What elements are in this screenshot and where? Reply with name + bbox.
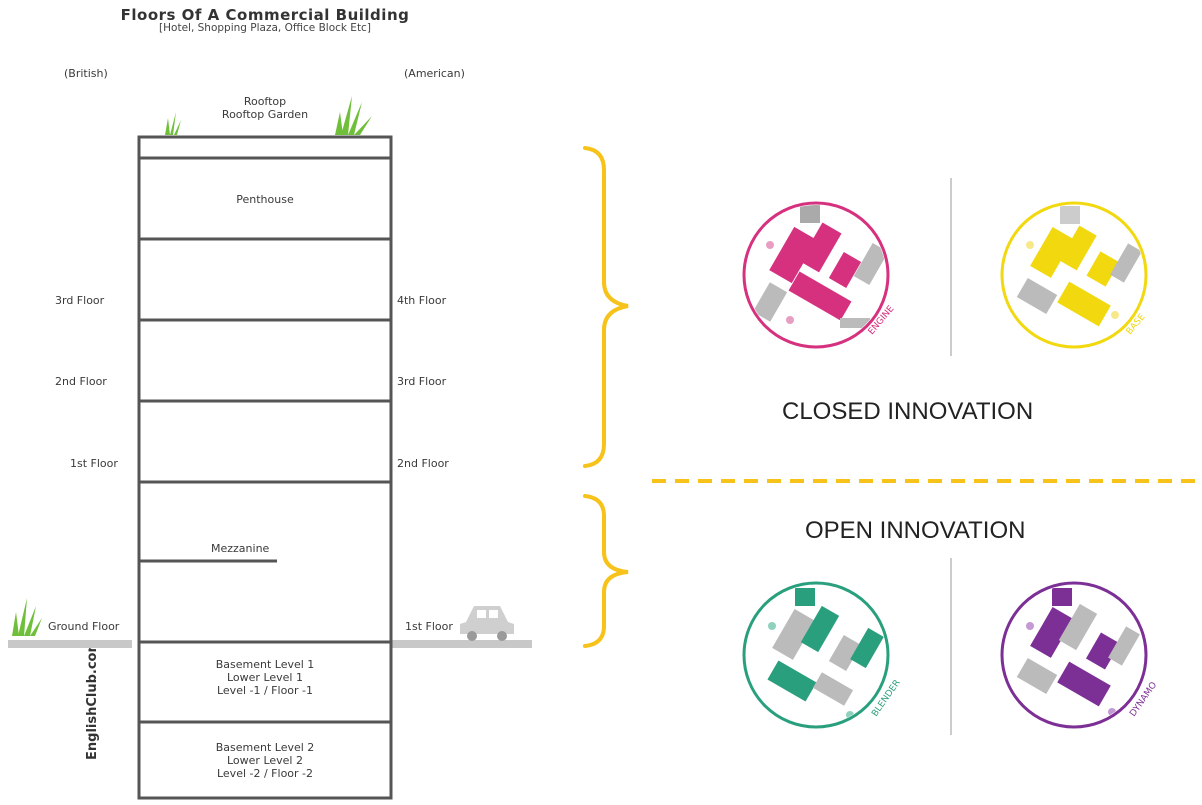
diagram-title: Floors Of A Commercial Building [120, 6, 410, 24]
open-innovation-label: OPEN INNOVATION [805, 517, 1026, 544]
rooftop-label: Rooftop [243, 95, 287, 108]
closed-brace [583, 146, 629, 468]
basement-1-label: Basement Level 1 Lower Level 1 Level -1 … [215, 658, 315, 697]
penthouse-label: Penthouse [236, 193, 294, 206]
open-brace [583, 494, 629, 648]
building-outline [137, 135, 393, 800]
engine-circle-icon [742, 201, 890, 349]
car-icon [460, 606, 514, 641]
mezzanine-label: Mezzanine [211, 542, 270, 555]
ground-line-left [8, 640, 132, 648]
american-floor-label: 3rd Floor [397, 375, 447, 388]
basement-2-label: Basement Level 2 Lower Level 2 Level -2 … [215, 741, 315, 780]
british-floor-label: 1st Floor [70, 457, 118, 470]
blender-circle-icon [742, 581, 890, 729]
dynamo-circle-icon [1000, 581, 1148, 729]
rooftop-garden-label: Rooftop Garden [221, 108, 309, 121]
ground-line-right [392, 640, 532, 648]
american-header: (American) [404, 67, 465, 80]
base-circle-icon [1000, 201, 1148, 349]
british-floor-label: Ground Floor [48, 620, 120, 633]
diagram-subtitle: [Hotel, Shopping Plaza, Office Block Etc… [159, 22, 371, 34]
british-header: (British) [64, 67, 108, 80]
grass-icon [12, 96, 372, 636]
american-floor-label: 1st Floor [405, 620, 453, 633]
british-floor-label: 3rd Floor [55, 294, 105, 307]
american-floor-label: 4th Floor [397, 294, 447, 307]
closed-innovation-label: CLOSED INNOVATION [782, 398, 1034, 425]
american-floor-label: 2nd Floor [397, 457, 449, 470]
british-floor-label: 2nd Floor [55, 375, 107, 388]
